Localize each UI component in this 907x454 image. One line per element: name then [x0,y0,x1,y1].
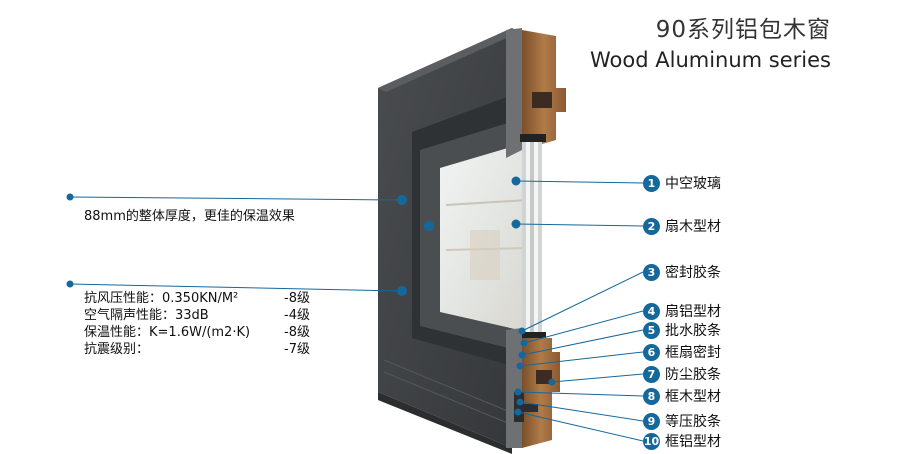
legend-number-badge: 9 [643,412,660,430]
legend-item-sash-wood-profile: 2 扇木型材 [643,216,721,236]
legend-number-badge: 3 [643,263,660,281]
legend-number-badge: 4 [643,302,660,320]
legend-item-sealing-strip: 3 密封胶条 [643,262,721,282]
performance-list: 抗风压性能：0.350KN/M² -8级 空气隔声性能：33dB -4级 保温性… [84,290,310,358]
legend-number-badge: 2 [643,217,660,235]
legend-item-sash-aluminum-profile: 4 扇铝型材 [643,301,721,321]
performance-label: 空气隔声性能：33dB [84,308,209,323]
performance-label: 抗震级别： [84,342,150,357]
left-callout-lines [66,193,434,296]
performance-grade: -8级 [284,291,310,306]
legend-label: 批水胶条 [665,323,721,339]
performance-label: 保温性能：K=1.6W/(m2·K) [84,325,251,340]
performance-row: 保温性能：K=1.6W/(m2·K) -8级 [84,324,310,341]
legend-label: 等压胶条 [665,414,721,430]
legend-number-badge: 7 [643,365,660,383]
performance-row: 抗震级别： -7级 [84,341,310,358]
performance-grade: -7级 [284,342,310,357]
legend-number-badge: 1 [643,174,660,192]
component-leader-lines [511,176,644,442]
legend-label: 扇木型材 [665,219,721,235]
performance-row: 抗风压性能：0.350KN/M² -8级 [84,290,310,307]
legend-item-dust-strip: 7 防尘胶条 [643,364,721,384]
legend-label: 防尘胶条 [665,367,721,383]
legend-item-insulated-glass: 1 中空玻璃 [643,173,721,193]
thickness-note: 88mm的整体厚度，更佳的保温效果 [84,209,295,224]
legend-label: 中空玻璃 [665,176,721,192]
title-block: 90系列铝包木窗 Wood Aluminum series [590,10,831,72]
product-title-cn: 90系列铝包木窗 [655,17,831,43]
legend-item-pressure-strip: 9 等压胶条 [643,411,721,431]
product-title-en: Wood Aluminum series [590,48,831,72]
glass-pane [440,142,529,332]
legend-label: 框扇密封 [665,345,721,361]
performance-row: 空气隔声性能：33dB -4级 [84,307,310,324]
legend-label: 框木型材 [665,389,721,405]
legend-item-frame-aluminum-profile: 10 框铝型材 [643,431,721,451]
legend-label: 扇铝型材 [665,304,721,320]
legend-number-badge: 8 [643,387,660,405]
performance-grade: -4级 [284,308,310,323]
legend-label: 框铝型材 [665,434,721,450]
legend-label: 密封胶条 [665,265,721,281]
legend-number-badge: 10 [643,432,660,450]
performance-grade: -8级 [284,325,310,340]
component-legend: 1 中空玻璃 2 扇木型材 3 密封胶条 4 扇铝型材 5 批水胶条 6 框扇密… [643,0,903,454]
legend-number-badge: 5 [643,321,660,339]
performance-label: 抗风压性能：0.350KN/M² [84,291,239,306]
legend-item-frame-wood-profile: 8 框木型材 [643,386,721,406]
legend-item-frame-sash-seal: 6 框扇密封 [643,342,721,362]
legend-item-drip-strip: 5 批水胶条 [643,320,721,340]
legend-number-badge: 6 [643,343,660,361]
